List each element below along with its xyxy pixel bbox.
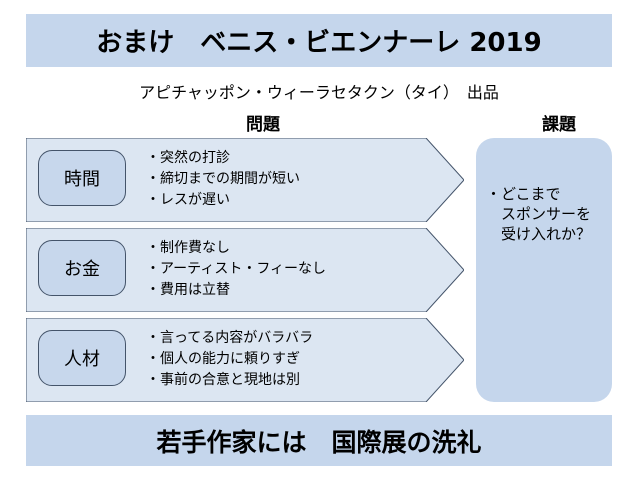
problem-arrow-people: 人材 ・言ってる内容がバラバラ ・個人の能力に頼りすぎ ・事前の合意と現地は別 (26, 318, 464, 402)
page-title: おまけ ベニス・ビエンナーレ 2019 (96, 28, 542, 58)
task-column-header: 課題 (542, 115, 576, 135)
conclusion-text: 若手作家には 国際展の洗礼 (156, 427, 482, 457)
problem-items-people: ・言ってる内容がバラバラ ・個人の能力に頼りすぎ ・事前の合意と現地は別 (146, 328, 313, 391)
list-item: ・アーティスト・フィーなし (146, 261, 327, 277)
subtitle: アピチャッポン・ウィーラセタクン（タイ） 出品 (139, 83, 499, 102)
list-item: ・突然の打診 (146, 150, 230, 166)
list-item: ・言ってる内容がバラバラ (146, 330, 314, 346)
problem-arrow-money: お金 ・制作費なし ・アーティスト・フィーなし ・費用は立替 (26, 228, 464, 312)
problem-arrow-time: 時間 ・突然の打診 ・締切までの期間が短い ・レスが遅い (26, 138, 464, 222)
list-item: ・締切までの期間が短い (146, 171, 300, 187)
title-banner: おまけ ベニス・ビエンナーレ 2019 (26, 14, 612, 67)
task-box: ・どこまで スポンサーを 受け入れか？ (476, 138, 612, 402)
list-item: ・制作費なし (146, 240, 230, 256)
list-item: ・費用は立替 (146, 282, 230, 298)
list-item: ・レスが遅い (146, 192, 230, 208)
conclusion-banner: 若手作家には 国際展の洗礼 (26, 415, 612, 466)
category-box-people: 人材 (38, 330, 126, 386)
problem-items-money: ・制作費なし ・アーティスト・フィーなし ・費用は立替 (146, 238, 326, 301)
task-text: ・どこまで スポンサーを 受け入れか？ (486, 185, 592, 243)
problem-column-header: 問題 (246, 115, 280, 135)
category-box-money: お金 (38, 240, 126, 296)
problem-items-time: ・突然の打診 ・締切までの期間が短い ・レスが遅い (146, 148, 300, 211)
category-box-time: 時間 (38, 150, 126, 206)
list-item: ・事前の合意と現地は別 (146, 372, 300, 388)
list-item: ・個人の能力に頼りすぎ (146, 351, 300, 367)
